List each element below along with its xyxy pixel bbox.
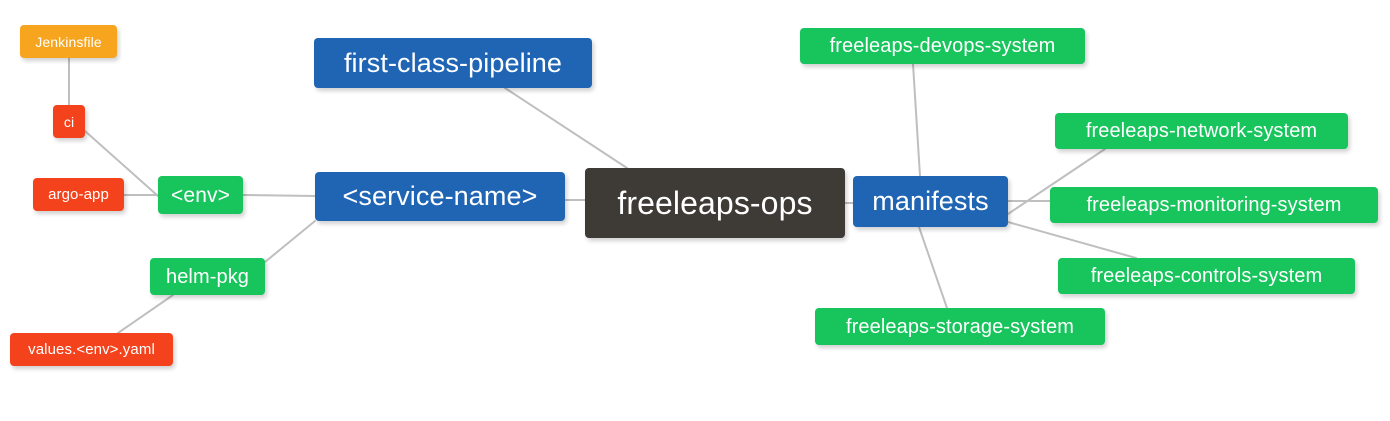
edge-manifests-to-freeleaps-controls-system: [1007, 221, 1137, 259]
node-label-ci: ci: [63, 113, 75, 130]
node-label-service-name: <service-name>: [342, 181, 538, 211]
edge-manifests-to-freeleaps-devops-system: [912, 63, 921, 177]
node-label-freeleaps-devops-system: freeleaps-devops-system: [829, 35, 1056, 57]
node-first-class-pipeline[interactable]: first-class-pipeline: [314, 38, 592, 88]
node-label-freeleaps-ops: freeleaps-ops: [617, 185, 813, 221]
node-manifests[interactable]: manifests: [853, 176, 1008, 227]
node-freeleaps-controls-system[interactable]: freeleaps-controls-system: [1058, 258, 1355, 294]
node-argo-app[interactable]: argo-app: [33, 178, 124, 211]
edge-env-to-service-name: [242, 194, 316, 197]
edge-helm-pkg-to-values-env-yaml: [117, 294, 174, 334]
node-label-freeleaps-storage-system: freeleaps-storage-system: [845, 315, 1075, 338]
node-label-freeleaps-controls-system: freeleaps-controls-system: [1090, 265, 1323, 287]
node-helm-pkg[interactable]: helm-pkg: [150, 258, 265, 295]
node-label-jenkinsfile: Jenkinsfile: [35, 33, 102, 50]
node-freeleaps-network-system[interactable]: freeleaps-network-system: [1055, 113, 1348, 149]
node-label-env: <env>: [171, 183, 230, 207]
node-env[interactable]: <env>: [158, 176, 243, 214]
edge-manifests-to-freeleaps-storage-system: [918, 226, 948, 309]
node-ci[interactable]: ci: [53, 105, 85, 138]
edge-service-name-to-helm-pkg: [264, 220, 316, 263]
node-service-name[interactable]: <service-name>: [315, 172, 565, 221]
node-jenkinsfile[interactable]: Jenkinsfile: [20, 25, 117, 58]
node-freeleaps-monitoring-system[interactable]: freeleaps-monitoring-system: [1050, 187, 1378, 223]
node-freeleaps-ops[interactable]: freeleaps-ops: [585, 168, 845, 238]
edge-first-class-pipeline-to-freeleaps-ops: [504, 87, 628, 169]
node-label-freeleaps-network-system: freeleaps-network-system: [1085, 120, 1318, 142]
node-label-argo-app: argo-app: [48, 186, 109, 203]
node-label-first-class-pipeline: first-class-pipeline: [343, 47, 563, 78]
node-freeleaps-devops-system[interactable]: freeleaps-devops-system: [800, 28, 1085, 64]
node-freeleaps-storage-system[interactable]: freeleaps-storage-system: [815, 308, 1105, 345]
node-label-freeleaps-monitoring-system: freeleaps-monitoring-system: [1086, 194, 1342, 216]
node-label-manifests: manifests: [872, 186, 989, 216]
node-values-env-yaml[interactable]: values.<env>.yaml: [10, 333, 173, 366]
node-label-helm-pkg: helm-pkg: [165, 265, 250, 288]
node-label-values-env-yaml: values.<env>.yaml: [28, 341, 155, 358]
